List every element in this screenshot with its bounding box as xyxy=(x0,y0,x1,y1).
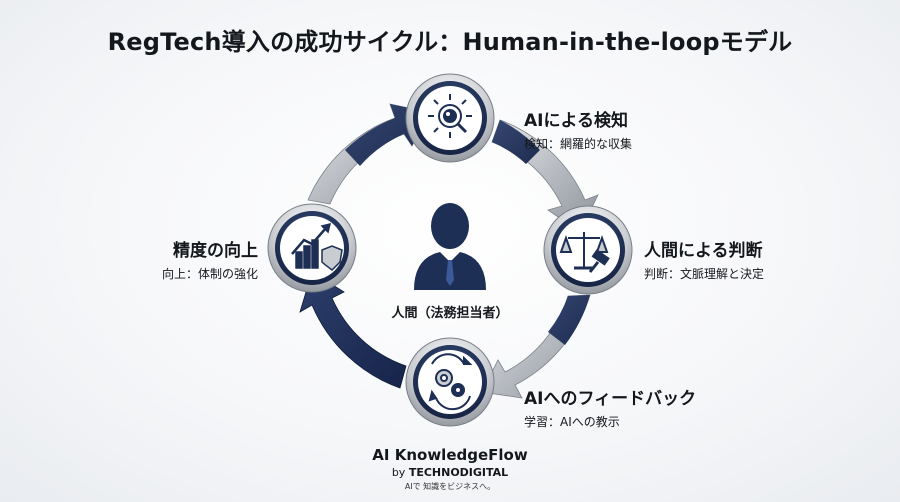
brand-name: AI KnowledgeFlow xyxy=(372,446,528,464)
page-title: RegTech導入の成功サイクル：Human-in-the-loopモデル xyxy=(107,28,793,56)
growth-chart-shield-icon xyxy=(291,222,343,271)
node-bottom-sub: 学習：AIへの教示 xyxy=(524,415,620,429)
node-ring-right xyxy=(543,205,633,295)
center-label: 人間（法務担当者） xyxy=(391,306,509,321)
node-top-label: AIによる検知 検知：網羅的な収集 xyxy=(524,106,632,152)
brand-by: by TECHNODIGITAL xyxy=(300,466,600,479)
node-left-heading: 精度の向上 xyxy=(173,241,258,261)
node-right-label: 人間による判断 判断：文脈理解と決定 xyxy=(644,236,764,282)
node-right-heading: 人間による判断 xyxy=(644,241,763,261)
node-left-label: 精度の向上 向上：体制の強化 xyxy=(130,236,258,282)
person-icon xyxy=(414,203,486,290)
brand-company: TECHNODIGITAL xyxy=(408,466,509,479)
eye-search-icon xyxy=(428,94,472,138)
gears-cycle-icon xyxy=(428,353,473,411)
node-top-heading: AIによる検知 xyxy=(524,111,628,131)
brand-block: AI KnowledgeFlow by TECHNODIGITAL AIで 知識… xyxy=(300,446,600,492)
brand-by-prefix: by xyxy=(391,466,409,479)
node-right-sub: 判断：文脈理解と決定 xyxy=(644,267,765,281)
node-bottom-heading: AIへのフィードバック xyxy=(524,389,697,409)
node-left-sub: 向上：体制の強化 xyxy=(161,267,258,281)
node-top-sub: 検知：網羅的な収集 xyxy=(524,137,633,151)
node-bottom-label: AIへのフィードバック 学習：AIへの教示 xyxy=(524,384,696,430)
scales-gavel-icon xyxy=(559,232,610,273)
brand-tagline: AIで 知識をビジネスへ。 xyxy=(404,482,496,491)
arrow-right-band xyxy=(492,120,540,164)
arrow-bottom-band xyxy=(548,295,590,345)
